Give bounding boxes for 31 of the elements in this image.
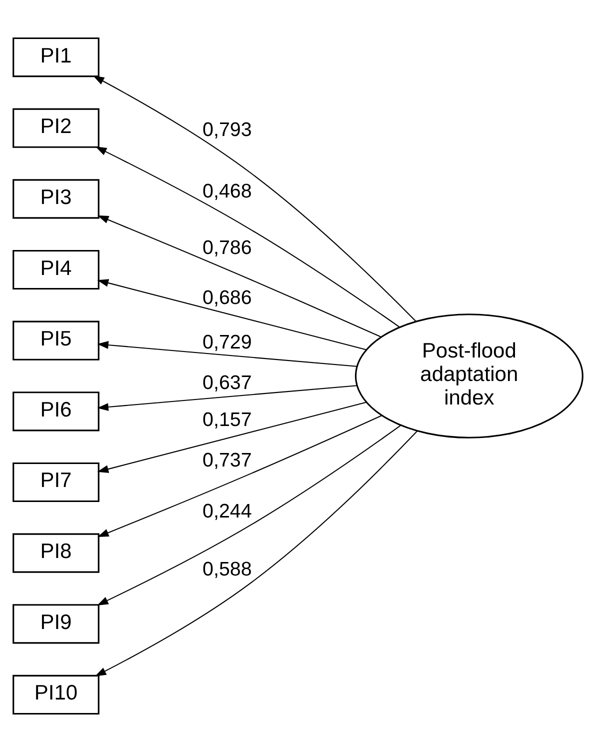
node-box: PI10	[12, 674, 100, 714]
edge-label: 0,468	[202, 180, 252, 202]
node-box: PI6	[12, 391, 100, 431]
edge-label: 0,157	[202, 408, 252, 430]
arrow	[92, 75, 416, 322]
node-box: PI8	[12, 532, 100, 572]
arrow	[97, 278, 366, 350]
edge-label: 0,786	[202, 236, 252, 259]
node-ellipse: Post-flood adaptation index	[354, 313, 584, 438]
arrow	[96, 424, 402, 605]
arrow	[95, 146, 400, 328]
node-box: PI9	[12, 604, 100, 644]
arrow	[94, 430, 418, 676]
edge-label: 0,737	[202, 449, 252, 472]
edge-label: 0,793	[202, 118, 252, 140]
node-box: PI7	[12, 462, 100, 502]
node-box: PI3	[12, 178, 100, 218]
node-box: PI5	[12, 320, 100, 360]
node-box: PI2	[12, 108, 100, 148]
edge-label: 0,729	[202, 330, 252, 353]
arrow	[97, 414, 382, 537]
arrow	[97, 214, 382, 337]
node-box: PI1	[12, 36, 100, 77]
arrow	[97, 340, 357, 366]
edge-label: 0,244	[202, 500, 252, 522]
arrow	[97, 384, 357, 410]
edge-label: 0,686	[202, 286, 252, 308]
edge-label: 0,588	[202, 558, 252, 580]
arrow	[97, 401, 366, 472]
edge-label: 0,637	[202, 372, 252, 394]
node-box: PI4	[12, 249, 100, 290]
